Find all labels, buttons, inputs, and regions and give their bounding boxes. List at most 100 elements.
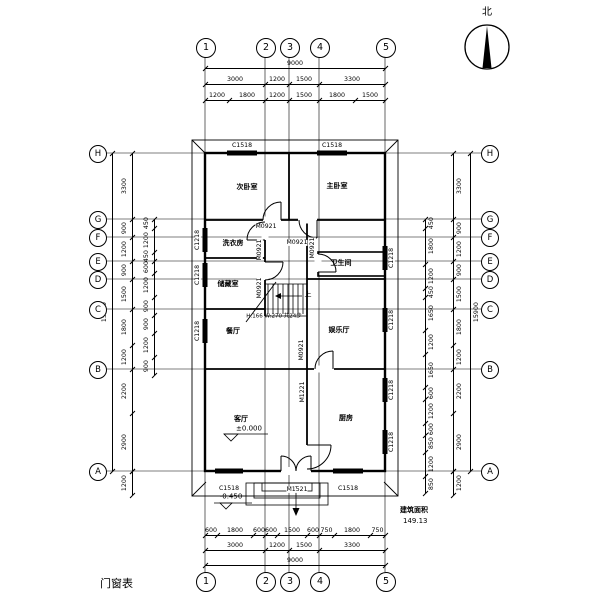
dim-value: 1800: [334, 522, 370, 535]
dim-value: 3300: [319, 537, 385, 550]
grid-bubble-rowB-left: B: [89, 361, 107, 379]
door-swings: [246, 201, 337, 472]
room-label-living: 客厅: [234, 415, 248, 423]
dim-value: 1650: [426, 354, 439, 387]
dim-value: 1200: [119, 237, 132, 261]
dim-value: 900: [119, 261, 132, 279]
dim-value: 600: [205, 522, 217, 535]
window-tag-c1218: C1218: [387, 379, 396, 401]
grid-bubble-col4-top: 4: [310, 38, 330, 58]
dim-value: 3300: [319, 71, 385, 84]
dim-value: 1200: [141, 333, 154, 357]
dim-value: 1200: [265, 537, 289, 550]
door-tag-m0921: M0921: [255, 239, 264, 261]
interior-walls: [205, 153, 386, 471]
dim-value: 2900: [454, 413, 467, 471]
dim-value: 3300: [454, 153, 467, 219]
dim-value: 750: [370, 522, 385, 535]
exterior-walls: [203, 151, 387, 473]
grid-bubble-col1-bottom: 1: [196, 572, 216, 592]
room-label-recreation: 娱乐厅: [328, 326, 350, 334]
door-tag-m0921: M0921: [255, 222, 277, 231]
grid-bubble-rowC-right: C: [481, 301, 499, 319]
caption-door-window-table: 门窗表: [100, 577, 133, 590]
grid-bubble-col3-bottom: 3: [280, 572, 300, 592]
dim-value: 1200: [426, 330, 439, 354]
level-symbols: [214, 433, 268, 510]
dim-value: 9000: [205, 552, 385, 565]
eave-outline: [191, 139, 399, 497]
window-tag-c1218: C1218: [387, 247, 396, 269]
window-tag-c1518: C1518: [218, 484, 240, 493]
grid-bubble-rowF-left: F: [89, 229, 107, 247]
dim-chain-bottom-total: 9000: [205, 552, 385, 566]
grid-bubble-col3-top: 3: [280, 38, 300, 58]
dim-value: 1500: [119, 279, 132, 309]
grid-bubble-rowF-right: F: [481, 229, 499, 247]
window-tag-c1218: C1218: [193, 264, 202, 286]
dim-value: 2900: [119, 413, 132, 471]
grid-bubble-rowA-right: A: [481, 463, 499, 481]
dim-value: 9000: [205, 55, 385, 68]
dim-value: 1200: [454, 237, 467, 261]
dim-chain-right-total: 15900: [470, 153, 484, 471]
dim-value: 1500: [355, 87, 385, 100]
dim-value: 900: [119, 219, 132, 237]
dim-value: 600: [307, 522, 319, 535]
grid-bubble-col5-bottom: 5: [376, 572, 396, 592]
dim-value: 450: [141, 250, 154, 262]
dim-chain-left-total: 15900: [99, 153, 113, 471]
dim-value: 1800: [229, 87, 265, 100]
grid-bubble-rowD-right: D: [481, 271, 499, 289]
dim-value: 900: [141, 357, 154, 375]
dim-value: 2200: [454, 369, 467, 413]
dim-value: 600: [141, 261, 154, 273]
door-tag-m0921: M0921: [286, 238, 308, 247]
grid-bubble-rowH-right: H: [481, 145, 499, 163]
dim-value: 2200: [119, 369, 132, 413]
dim-value: 1200: [426, 452, 439, 476]
grid-bubble-col2-bottom: 2: [256, 572, 276, 592]
area-value: 149.13: [403, 517, 428, 525]
room-label-bathroom: 卫生间: [330, 259, 352, 267]
dim-value: 1200: [454, 345, 467, 369]
grid-bubble-col5-top: 5: [376, 38, 396, 58]
dim-value: 1800: [319, 87, 355, 100]
dim-value: 600: [253, 522, 265, 535]
windows: [202, 150, 388, 474]
door-tag-m0921: M0921: [255, 277, 264, 299]
window-tag-c1518: C1518: [231, 141, 253, 150]
dim-value: 1500: [289, 71, 319, 84]
window-tag-c1518: C1518: [321, 141, 343, 150]
grid-bubble-rowB-right: B: [481, 361, 499, 379]
dim-value: 1200: [205, 87, 229, 100]
dim-value: 1200: [454, 471, 467, 495]
dim-value: 600: [265, 522, 277, 535]
level-mark-entry: -0.450: [219, 492, 243, 501]
dim-value: 900: [141, 315, 154, 333]
grid-bubble-col1-top: 1: [196, 38, 216, 58]
room-label-storage: 储藏室: [217, 280, 239, 288]
grid-bubble-col4-bottom: 4: [310, 572, 330, 592]
dim-value: 1500: [277, 522, 307, 535]
dim-chain-left-eave: 1200: [119, 471, 133, 495]
dim-value: 1200: [265, 71, 289, 84]
dim-value: 850: [426, 476, 439, 493]
dim-value: 1800: [454, 309, 467, 345]
dim-value: 1800: [119, 309, 132, 345]
dim-value: 1200: [141, 228, 154, 252]
dim-value: 3000: [205, 71, 265, 84]
window-tag-c1218: C1218: [387, 309, 396, 331]
area-label: 建筑面积: [400, 506, 428, 514]
room-label-bedroom2: 次卧室: [236, 183, 258, 191]
dim-value: 3300: [119, 153, 132, 219]
room-label-kitchen: 厨房: [339, 414, 353, 422]
room-label-laundry: 洗衣房: [222, 239, 244, 247]
